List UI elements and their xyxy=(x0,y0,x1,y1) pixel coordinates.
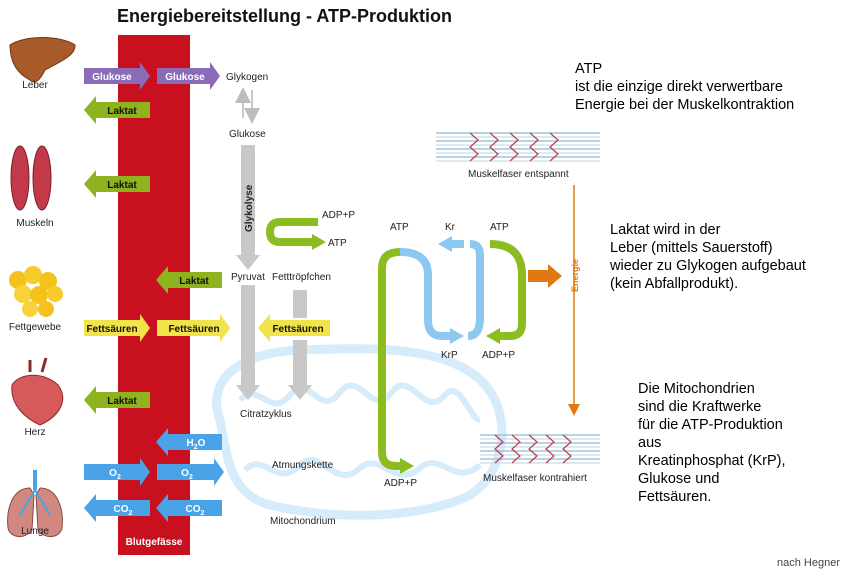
gas-arrows xyxy=(84,428,224,522)
atp-label-cycle-2: ATP xyxy=(490,222,509,233)
muscle-fiber-contracted-label: Muskelfaser kontrahiert xyxy=(483,473,587,484)
page-title: Energiebereitstellung - ATP-Produktion xyxy=(117,6,453,26)
citric-cycle-label: Citratzyklus xyxy=(240,409,292,420)
adp-p-label-bottom: ADP+P xyxy=(384,478,417,489)
lactate-note: Laktat wird in der Leber (mittels Sauers… xyxy=(610,222,806,292)
energy-arrow xyxy=(528,185,580,416)
mitochondria-note: Die Mitochondrien sind die Kraftwerke fü… xyxy=(638,381,786,505)
energy-label: Energie xyxy=(570,259,580,292)
muscle-fiber-relaxed-label: Muskelfaser entspannt xyxy=(468,169,569,180)
atp-label-cycle-1: ATP xyxy=(390,222,409,233)
fatty-acid-arrow-label-1: Fettsäuren xyxy=(86,324,137,335)
o2-arrow-label-1: O2 xyxy=(109,468,121,481)
lactate-arrow-label-1: Laktat xyxy=(107,106,137,117)
fatty-acid-arrow-label-2: Fettsäuren xyxy=(168,324,219,335)
organ-label-lung: Lunge xyxy=(21,526,49,537)
glucose-arrows xyxy=(84,62,220,90)
co2-arrow-label-2: CO2 xyxy=(186,504,205,517)
lactate-arrow-label-4: Laktat xyxy=(107,396,137,407)
muscle-fiber-contracted-figure xyxy=(480,434,600,464)
glycogen-label: Glykogen xyxy=(226,72,268,83)
liver-icon xyxy=(9,37,76,83)
glucose-arrow-label-1: Glukose xyxy=(92,72,132,83)
fat-tissue-icon xyxy=(9,266,63,317)
muscle-fiber-relaxed-figure xyxy=(436,132,600,162)
heart-icon xyxy=(11,357,63,426)
creatine-cycle-heads xyxy=(438,236,464,344)
blood-vessel-label: Blutgefässe xyxy=(126,537,183,548)
creatine-cycle xyxy=(399,240,484,340)
lactate-arrows xyxy=(84,96,222,414)
glucose-arrow-label-2: Glukose xyxy=(165,72,205,83)
glycolysis-label: Glykolyse xyxy=(244,184,255,232)
organ-label-heart: Herz xyxy=(24,427,46,438)
atp-cycle xyxy=(265,218,526,470)
organ-label-fat: Fettgewebe xyxy=(8,322,62,333)
h2o-arrow-label: H2O xyxy=(187,438,206,451)
fat-droplets-label: Fetttröpfchen xyxy=(272,272,331,283)
respiratory-chain-label: Atmungskette xyxy=(272,460,334,471)
mitochondrion-label: Mitochondrium xyxy=(270,516,336,527)
atp-cycle-heads xyxy=(312,234,500,474)
mitochondrion-shape xyxy=(212,344,507,520)
pathway-glucose-label: Glukose xyxy=(229,129,266,140)
adp-p-label-top: ADP+P xyxy=(322,210,355,221)
organ-label-liver: Leber xyxy=(22,80,48,91)
pathway-arrows xyxy=(235,87,312,400)
lactate-arrow-label-3: Laktat xyxy=(179,276,209,287)
co2-arrow-label-1: CO2 xyxy=(114,504,133,517)
adp-p-label-cycle: ADP+P xyxy=(482,350,515,361)
atp-label-left: ATP xyxy=(328,238,347,249)
atp-note: ATP ist die einzige direkt verwertbare E… xyxy=(575,61,795,113)
fatty-acid-arrows xyxy=(84,314,330,342)
organ-label-muscles: Muskeln xyxy=(16,218,54,229)
o2-arrow-label-2: O2 xyxy=(181,468,193,481)
fatty-acid-arrow-label-3: Fettsäuren xyxy=(272,324,323,335)
lung-icon xyxy=(7,470,63,537)
pyruvate-label: Pyruvat xyxy=(231,272,265,283)
lactate-arrow-label-2: Laktat xyxy=(107,180,137,191)
muscle-icon xyxy=(10,145,52,211)
kr-label: Kr xyxy=(445,222,456,233)
credit: nach Hegner xyxy=(777,557,840,569)
krp-label: KrP xyxy=(441,350,458,361)
